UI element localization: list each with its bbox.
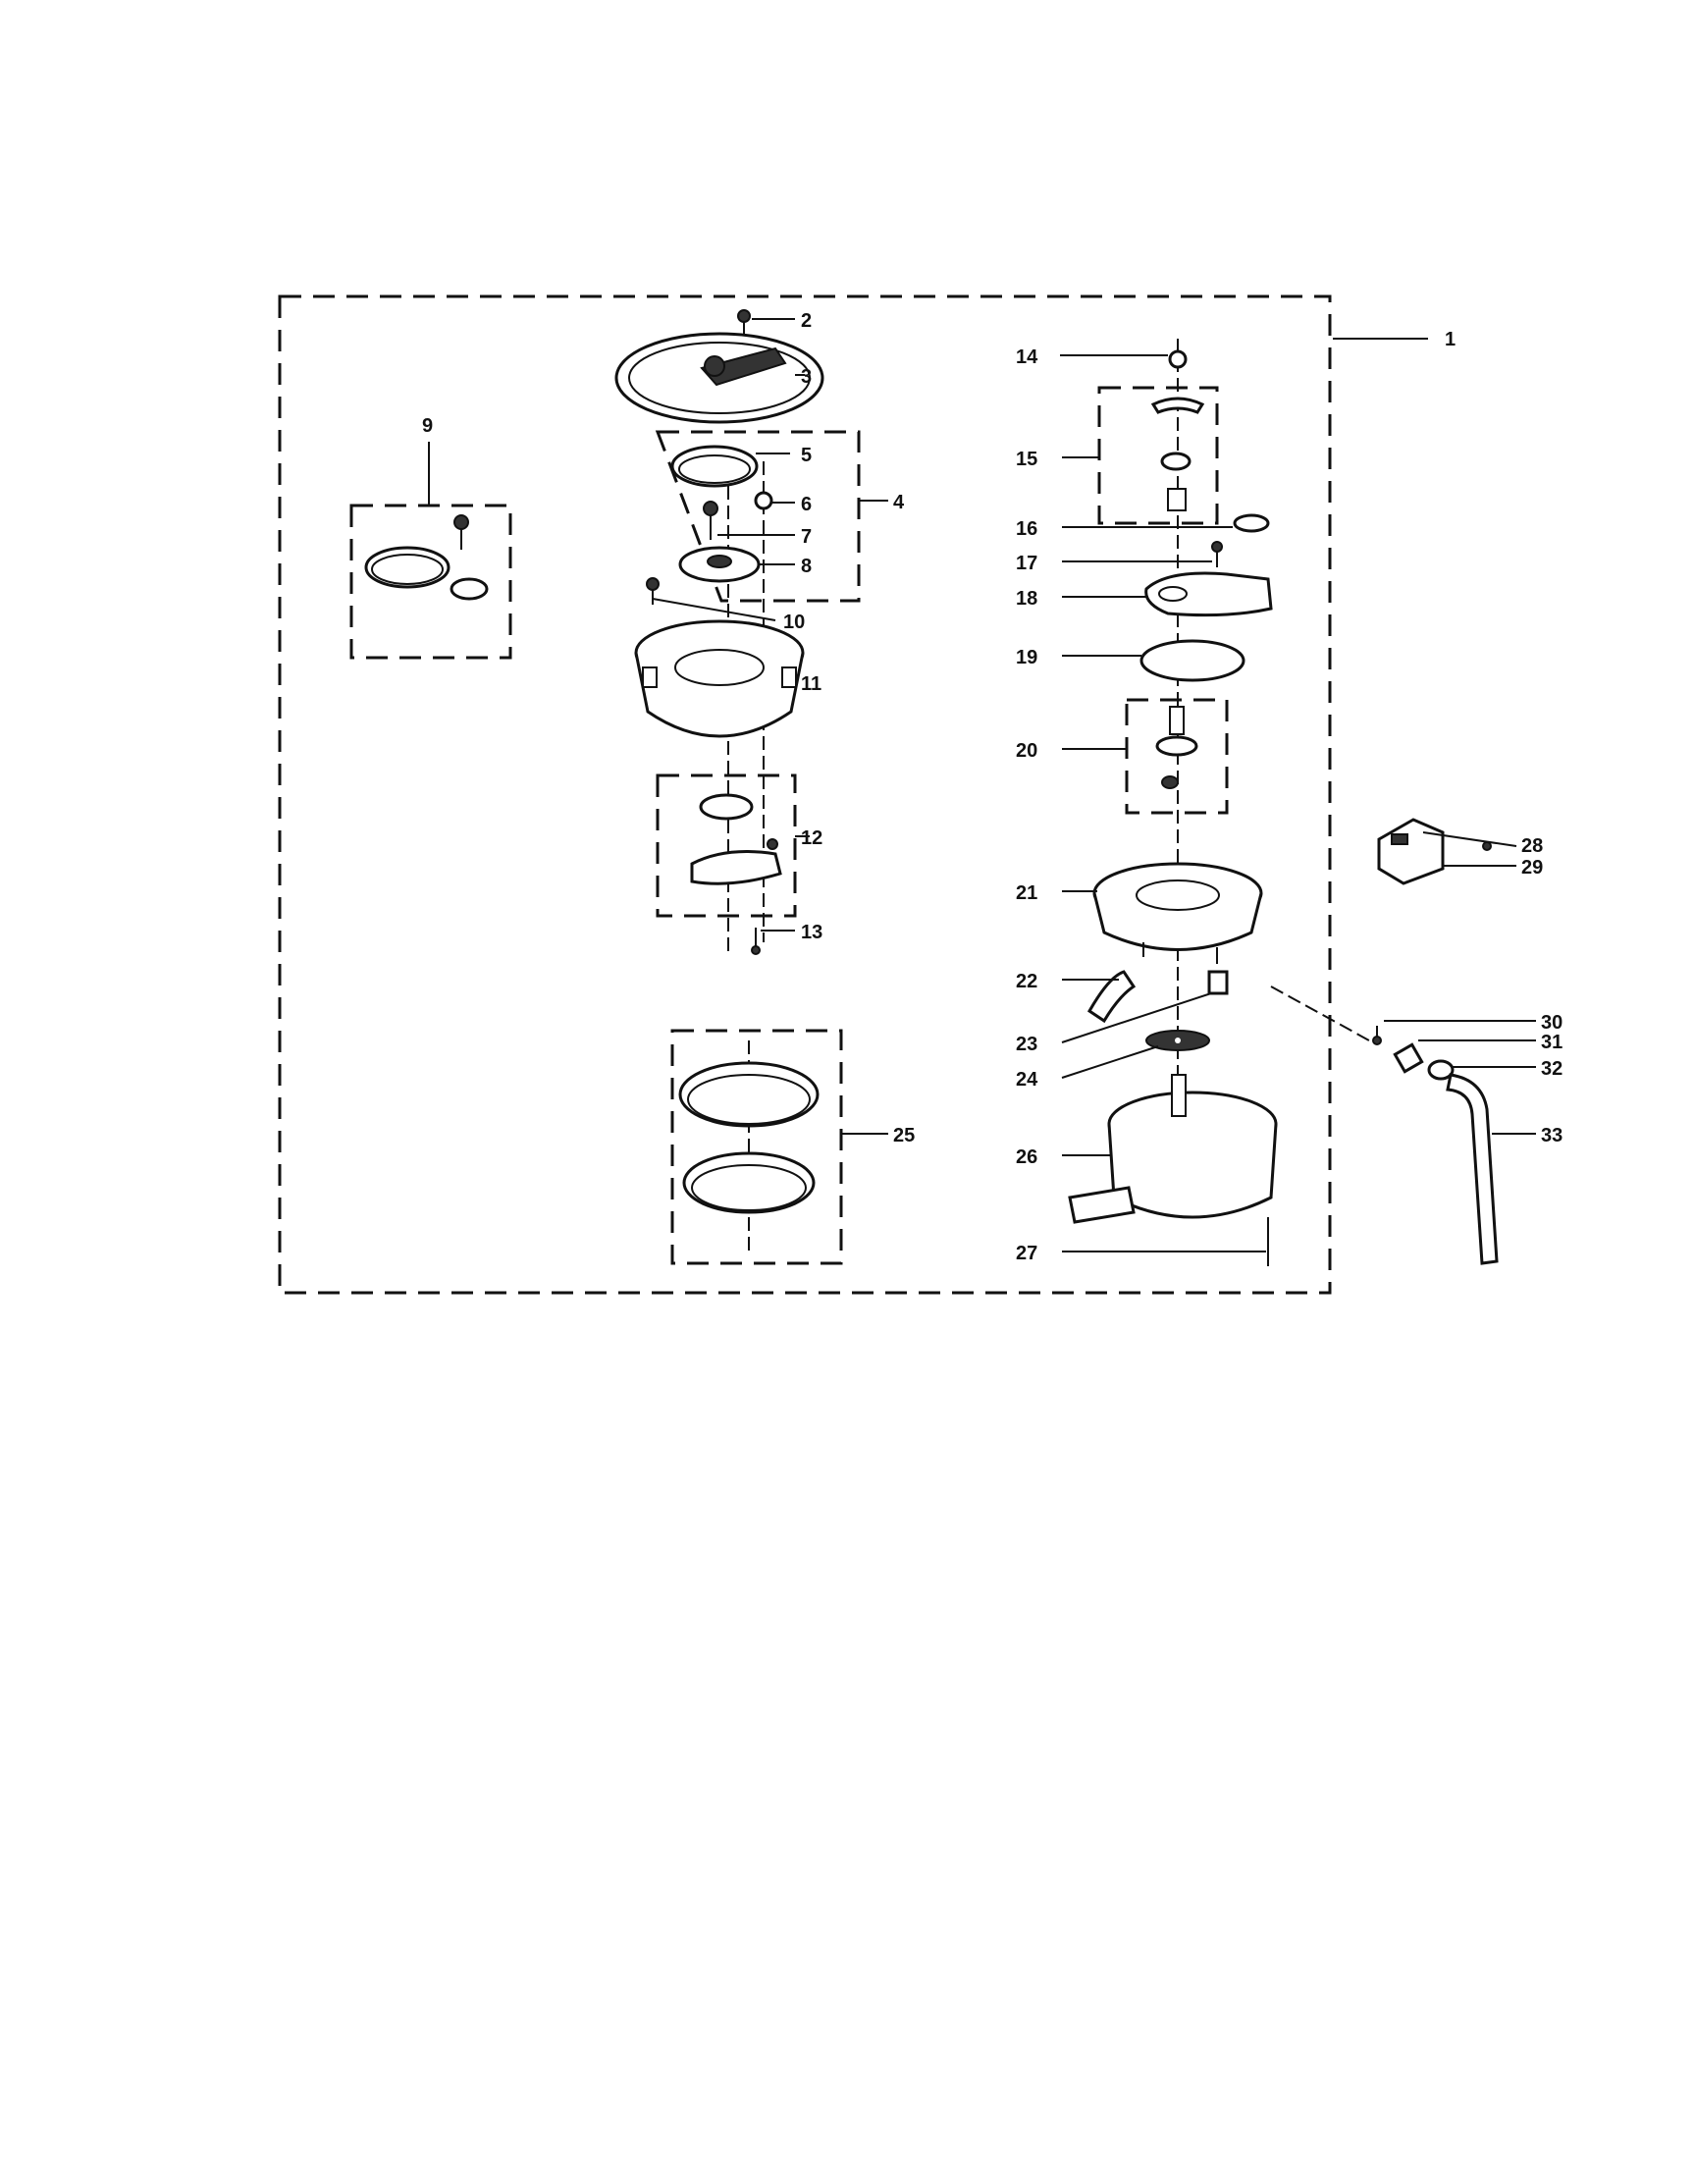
- callout-27: 27: [1016, 1243, 1037, 1264]
- callout-6: 6: [801, 494, 812, 515]
- switch-part-29: [1377, 818, 1445, 885]
- pin-part-7: [703, 501, 718, 540]
- callout-17: 17: [1016, 553, 1037, 574]
- kit-box-12: [656, 773, 797, 918]
- callout-28: 28: [1521, 835, 1543, 857]
- callout-25: 25: [893, 1125, 915, 1146]
- pump-housing-part-11: [634, 619, 805, 738]
- elbow-part-22: [1087, 970, 1137, 1024]
- callout-29: 29: [1521, 857, 1543, 879]
- gasket-kit-part-9: [364, 514, 489, 601]
- screw-part-13: [751, 928, 761, 955]
- callout-4: 4: [893, 492, 905, 513]
- base-housing-part-21: [1092, 862, 1263, 964]
- kit-box-9: [349, 504, 512, 660]
- callout-9: 9: [422, 415, 433, 437]
- nut-part-6: [754, 491, 773, 510]
- callout-19: 19: [1016, 647, 1037, 668]
- ring-part-5: [670, 445, 759, 488]
- assembly-box-4: [655, 430, 861, 603]
- o-ring-part-16: [1233, 513, 1270, 533]
- washer-part-24: [1145, 1030, 1210, 1051]
- callout-5: 5: [801, 445, 812, 466]
- callout-13: 13: [801, 922, 822, 943]
- screw-part-10: [646, 577, 660, 605]
- callout-26: 26: [1016, 1146, 1037, 1168]
- motor-part-26: [1068, 1074, 1278, 1224]
- callout-8: 8: [801, 556, 812, 577]
- callout-32: 32: [1541, 1058, 1563, 1080]
- leader-24: [1061, 1045, 1159, 1079]
- screw-part-2: [737, 309, 751, 339]
- spray-kit-part-15: [1150, 397, 1205, 511]
- callout-3: 3: [801, 366, 812, 388]
- callout-11: 11: [801, 673, 821, 695]
- cover-plate-part-3: [614, 332, 824, 424]
- impeller-part-8: [678, 546, 761, 583]
- plate-part-18: [1144, 571, 1273, 617]
- axis-hose: [1270, 985, 1370, 1041]
- nut-part-14: [1168, 349, 1188, 369]
- clamp-part-30: [1372, 1036, 1382, 1045]
- assembly-box-1: [278, 294, 1332, 1295]
- leader-28: [1422, 831, 1517, 847]
- gasket-part-19: [1139, 639, 1245, 682]
- callout-10: 10: [783, 612, 805, 633]
- leader-23: [1061, 992, 1212, 1043]
- callout-23: 23: [1016, 1034, 1037, 1055]
- fitting-part-31: [1393, 1042, 1424, 1074]
- callout-20: 20: [1016, 740, 1037, 762]
- callout-16: 16: [1016, 518, 1037, 540]
- hose-part-33: [1446, 1073, 1499, 1265]
- screw-part-28: [1482, 841, 1492, 851]
- callout-1: 1: [1445, 329, 1456, 350]
- clip-part-23: [1207, 970, 1229, 995]
- callout-2: 2: [801, 310, 812, 332]
- shaft-kit-part-20: [1155, 706, 1198, 789]
- screw-part-17: [1211, 541, 1223, 567]
- callout-15: 15: [1016, 449, 1037, 470]
- callout-14: 14: [1016, 346, 1038, 368]
- callout-22: 22: [1016, 971, 1037, 992]
- coupling-part-32: [1427, 1059, 1455, 1081]
- callout-18: 18: [1016, 588, 1037, 610]
- callout-24: 24: [1016, 1069, 1038, 1091]
- seal-kit-part-25: [678, 1061, 820, 1214]
- callout-21: 21: [1016, 882, 1037, 904]
- leader-10: [652, 598, 776, 621]
- callout-33: 33: [1541, 1125, 1563, 1146]
- callout-7: 7: [801, 526, 812, 548]
- filter-kit-part-12: [690, 793, 782, 885]
- callout-12: 12: [801, 827, 822, 849]
- callout-31: 31: [1541, 1032, 1563, 1053]
- kit-box-25: [670, 1029, 843, 1265]
- callout-30: 30: [1541, 1012, 1563, 1034]
- kit-box-15: [1097, 386, 1219, 525]
